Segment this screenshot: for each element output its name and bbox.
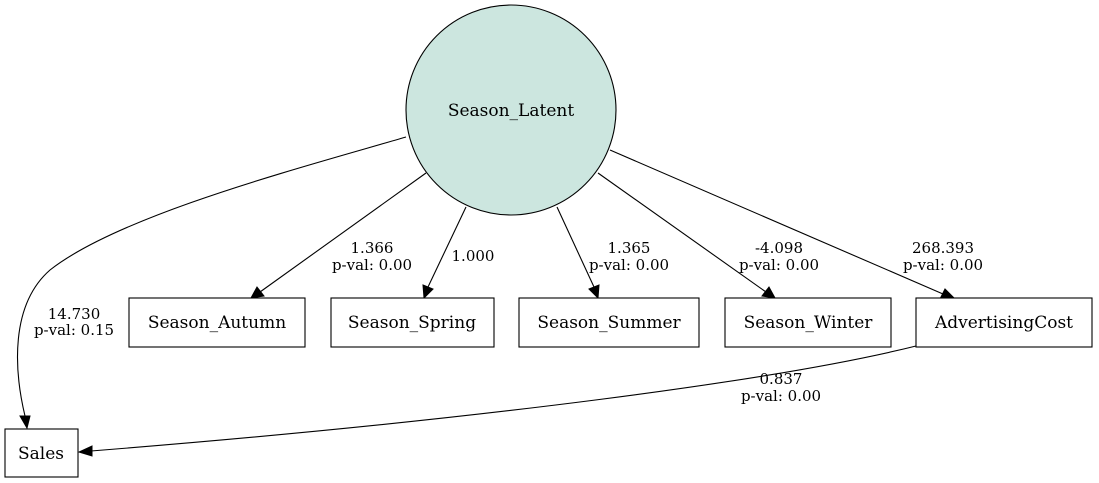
edge-line [556,206,595,288]
arrowhead [761,286,776,299]
edge-label-latent-advertising-coef: 268.393 [912,239,974,257]
arrowhead [250,286,265,299]
arrowhead [77,445,93,457]
node-season-winter: Season_Winter [724,297,892,348]
node-box [724,297,892,348]
edge-latent-winter [597,172,776,299]
arrowhead [588,284,600,300]
edge-line [427,206,467,288]
edge-latent-advertising [609,149,956,300]
edge-label-latent-autumn-coef: 1.366 [351,239,394,257]
edge-latent-summer [556,206,600,300]
node-box [128,297,306,348]
node-label: Season_Winter [744,313,874,333]
node-label: AdvertisingCost [934,313,1073,333]
arrowhead [422,284,434,300]
node-box [915,297,1093,348]
node-season-spring: Season_Spring [330,297,495,348]
edge-label-latent-summer-coef: 1.365 [608,239,651,257]
edge-label-latent-sales-pval: p-val: 0.15 [34,321,114,339]
edge-line [16,136,407,417]
latent-node-label: Season_Latent [448,101,575,121]
node-label: Season_Autumn [148,313,286,333]
edge-latent-autumn [250,172,427,299]
arrowhead [19,415,31,430]
edge-label-latent-winter-pval: p-val: 0.00 [739,256,819,274]
node-label: Season_Summer [537,313,681,333]
node-box [330,297,495,348]
edge-label-latent-advertising-pval: p-val: 0.00 [903,256,983,274]
edge-label-latent-winter-coef: -4.098 [755,239,803,257]
edge-latent-sales [16,136,407,430]
node-label: Season_Spring [348,313,476,333]
latent-node-season: Season_Latent [405,4,617,216]
edge-line [90,345,917,452]
edge-label-latent-autumn-pval: p-val: 0.00 [332,256,412,274]
edge-label-advertising-sales-coef: 0.837 [760,370,803,388]
node-label: Sales [18,444,64,464]
node-season-summer: Season_Summer [518,297,700,348]
node-advertising-cost: AdvertisingCost [915,297,1093,348]
node-box [518,297,700,348]
latent-circle [405,4,617,216]
edge-latent-spring [422,206,467,300]
edge-line [609,149,944,295]
edge-line [597,172,767,293]
edge-line [259,172,427,293]
node-sales: Sales [4,428,79,478]
node-box [4,428,79,478]
edge-advertising-sales [77,345,917,457]
edge-label-latent-spring-coef: 1.000 [452,247,495,265]
edge-label-advertising-sales-pval: p-val: 0.00 [741,387,821,405]
edge-label-latent-sales-coef: 14.730 [48,305,101,323]
edge-label-latent-summer-pval: p-val: 0.00 [589,256,669,274]
node-season-autumn: Season_Autumn [128,297,306,348]
